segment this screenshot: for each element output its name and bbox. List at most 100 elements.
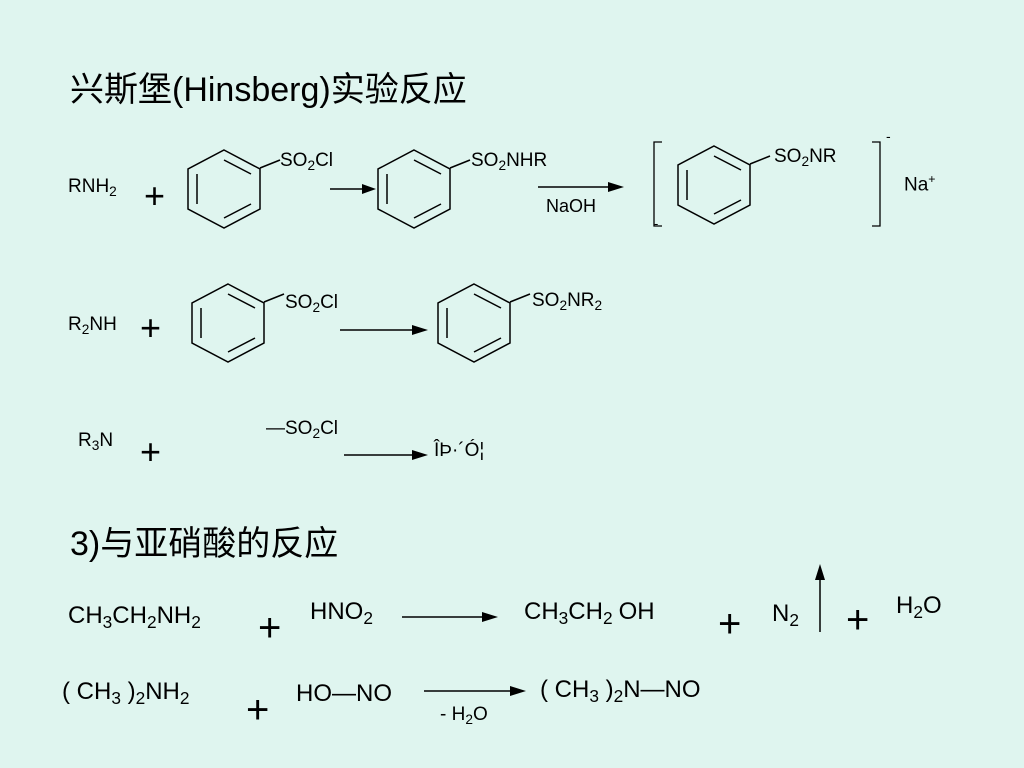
reaction-arrow xyxy=(402,612,498,622)
sodium-counter-ion: Na+ xyxy=(904,172,936,196)
dimethylamine-formula: ( CH3 )2NH2 xyxy=(62,678,190,709)
benzene-ring-icon xyxy=(677,145,751,225)
plus-sign: + xyxy=(258,606,282,650)
formula-part: SO xyxy=(280,150,308,171)
formula-part: - H xyxy=(440,704,466,725)
formula-part: SO xyxy=(285,292,313,313)
reaction-arrow xyxy=(340,325,428,335)
bond-line xyxy=(259,159,281,169)
formula-subscript: 2 xyxy=(363,608,373,629)
primary-amine-formula: RNH2 xyxy=(68,176,117,199)
formula-subscript: 2 xyxy=(135,688,146,709)
plus-sign: + xyxy=(140,307,162,348)
water-formula: H2O xyxy=(896,592,942,623)
formula-part: ( CH xyxy=(62,678,112,705)
formula-part: R xyxy=(68,314,82,335)
bracket-charge-mark: - xyxy=(654,216,659,231)
formula-part: SO xyxy=(532,290,560,311)
gas-evolution-arrow-icon xyxy=(815,564,825,632)
formula-part: O xyxy=(472,704,488,725)
anion-charge: - xyxy=(886,128,891,144)
reaction-condition: NaOH xyxy=(546,196,597,216)
formula-part: NH xyxy=(156,602,192,629)
formula-part: NH xyxy=(89,314,117,335)
formula-part: RNH xyxy=(68,176,110,197)
formula-part: CH xyxy=(112,602,147,629)
reaction-arrow xyxy=(424,686,526,696)
formula-part: NR xyxy=(809,146,837,167)
sulfonyl-chloride-group: SO2Cl xyxy=(285,292,338,315)
bond-line xyxy=(449,159,471,169)
tertiary-amine-formula: R3N xyxy=(78,430,113,453)
plus-sign: + xyxy=(144,175,166,216)
reaction-arrow xyxy=(344,450,428,460)
formula-part: Cl xyxy=(320,292,339,313)
benzene-ring-icon xyxy=(377,149,451,229)
formula-part: HNO xyxy=(310,598,364,625)
sulfonamide-anion-group: SO2NR xyxy=(774,146,837,169)
reaction-arrow xyxy=(330,184,376,194)
formula-subscript: 3 xyxy=(111,688,121,709)
section-title-nitrous-acid: 3)与亚硝酸的反应 xyxy=(70,525,339,563)
formula-part: CH xyxy=(68,602,103,629)
plus-sign: + xyxy=(140,431,162,472)
benzene-ring-icon xyxy=(187,149,261,229)
formula-part: CH xyxy=(524,598,559,625)
plus-sign: + xyxy=(846,598,870,642)
nitrosamine-formula: ( CH3 )2N—NO xyxy=(540,676,701,707)
right-bracket xyxy=(872,141,881,227)
formula-subscript: 2 xyxy=(312,300,321,316)
no-reaction-text: ÎÞ·´Ó¦ xyxy=(434,440,485,461)
formula-subscript: 2 xyxy=(146,612,157,633)
formula-part: R xyxy=(78,430,92,451)
plus-sign: + xyxy=(718,602,742,646)
formula-subscript: 2 xyxy=(109,184,117,200)
formula-subscript: 3 xyxy=(589,686,599,707)
sulfonamide-group: SO2NHR xyxy=(471,150,547,173)
formula-part: OH xyxy=(618,598,655,625)
formula-subscript: 2 xyxy=(307,158,316,174)
benzene-ring-icon xyxy=(191,283,265,363)
formula-subscript: 2 xyxy=(594,298,603,314)
ethylamine-formula: CH3CH2NH2 xyxy=(68,602,201,633)
formula-part: SO xyxy=(774,146,802,167)
formula-part: N—NO xyxy=(623,676,701,703)
left-bracket xyxy=(653,141,662,227)
section-title-hinsberg: 兴斯堡(Hinsberg)实验反应 xyxy=(70,71,467,109)
bond-line xyxy=(509,293,531,303)
formula-part: Cl xyxy=(315,150,334,171)
sulfonyl-chloride-group: —SO2Cl xyxy=(266,418,338,441)
formula-subscript: 2 xyxy=(465,712,473,728)
nitrous-acid-formula: HNO2 xyxy=(310,598,373,629)
formula-part: ) xyxy=(120,678,136,705)
formula-subscript: 3 xyxy=(558,608,569,629)
formula-subscript: 3 xyxy=(102,612,113,633)
bond-line xyxy=(749,155,771,165)
formula-subscript: 2 xyxy=(789,610,799,631)
formula-subscript: 2 xyxy=(191,612,201,633)
plus-sign: + xyxy=(246,688,270,732)
formula-part: H xyxy=(896,592,914,619)
sulfonamide-group: SO2NR2 xyxy=(532,290,602,313)
formula-part: —SO xyxy=(266,418,313,439)
benzene-ring-icon xyxy=(437,283,511,363)
formula-subscript: 2 xyxy=(312,426,321,442)
formula-part: ) xyxy=(598,676,614,703)
formula-part: NR xyxy=(567,290,595,311)
formula-part: N xyxy=(99,430,114,451)
formula-superscript: + xyxy=(928,172,936,186)
sulfonyl-chloride-group: SO2Cl xyxy=(280,150,333,173)
formula-subscript: 2 xyxy=(801,154,810,170)
formula-subscript: 2 xyxy=(179,688,190,709)
formula-part: N xyxy=(772,600,790,627)
formula-subscript: 2 xyxy=(613,686,624,707)
formula-part: NH xyxy=(145,678,180,705)
nitrogen-gas-formula: N2 xyxy=(772,600,799,631)
reaction-condition: - H2O xyxy=(440,704,488,727)
formula-part: Cl xyxy=(320,418,339,439)
formula-part: O xyxy=(922,592,942,619)
formula-part: NHR xyxy=(506,150,548,171)
reaction-arrow xyxy=(538,182,624,192)
formula-part: Na xyxy=(904,174,929,196)
